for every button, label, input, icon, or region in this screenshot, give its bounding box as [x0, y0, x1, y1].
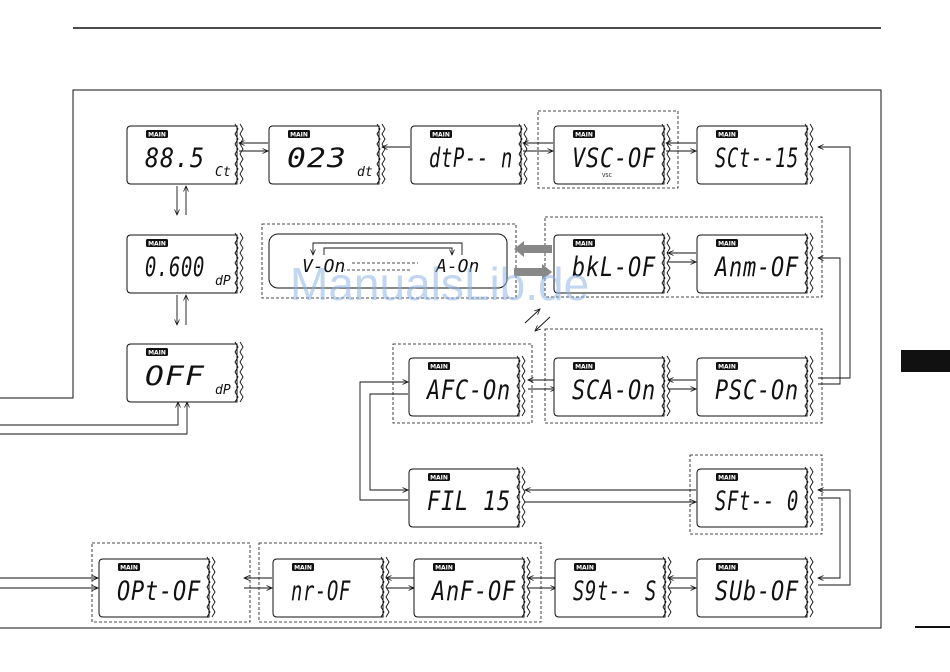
- main-badge-label: MAIN: [718, 474, 736, 481]
- lcd-announce: MAIN Anm-OF: [697, 233, 813, 293]
- main-badge-label: MAIN: [148, 131, 166, 138]
- lcd-main-text: S9t-- S: [573, 576, 657, 607]
- lcd-filter: MAIN FIL 15: [409, 467, 525, 527]
- watermark: ManualsLib.de: [290, 258, 589, 310]
- main-badge-label: MAIN: [148, 349, 166, 356]
- main-badge-label: MAIN: [718, 240, 736, 247]
- lcd-main-text: AFC-On: [425, 375, 511, 406]
- main-badge-label: MAIN: [576, 564, 594, 571]
- lcd-psc: MAIN PSC-On: [697, 356, 813, 416]
- lcd-main-text: OFF: [145, 361, 205, 392]
- section-tab-marker: [901, 350, 950, 372]
- lcd-s9t: MAIN S9t-- S: [555, 557, 671, 617]
- lcd-sub-text: dt: [357, 165, 373, 180]
- lcd-main-text: 0.600: [145, 252, 205, 283]
- lcd-main-text: AnF-OF: [430, 576, 516, 607]
- page-corner-rule: [915, 626, 950, 628]
- main-badge-label: MAIN: [430, 474, 448, 481]
- lcd-scan-timer: MAIN SCt--15: [697, 124, 813, 184]
- main-badge-label: MAIN: [718, 131, 736, 138]
- main-badge-label: MAIN: [718, 363, 736, 370]
- lcd-afc: MAIN AFC-On: [409, 356, 525, 416]
- lcd-main-text: SCA-On: [572, 375, 656, 406]
- lcd-main-text: Anm-OF: [713, 252, 799, 283]
- main-badge-label: MAIN: [290, 131, 308, 138]
- lcd-main-text: SCt--15: [715, 143, 799, 174]
- lcd-main-text: PSC-On: [715, 375, 799, 406]
- main-badge-label: MAIN: [575, 240, 593, 247]
- lcd-offset: MAIN 0.600 dP: [127, 233, 243, 293]
- lcd-sub: MAIN SUb-OF: [697, 557, 813, 617]
- lcd-dtcs: MAIN 023 dt: [269, 124, 385, 184]
- lcd-sub-text: dP: [215, 274, 231, 289]
- lcd-main-text: dtP-- n: [429, 143, 513, 174]
- lcd-off: MAIN OFF dP: [127, 342, 243, 402]
- lcd-main-text: SFt-- 0: [715, 486, 799, 517]
- lcd-dtcs-polarity: MAIN dtP-- n: [411, 124, 527, 184]
- lcd-nr: MAIN nr-OF: [273, 557, 389, 617]
- lcd-main-text: VSC-OF: [572, 143, 656, 174]
- main-badge-label: MAIN: [294, 564, 312, 571]
- main-badge-label: MAIN: [430, 363, 448, 370]
- lcd-anf: MAIN AnF-OF: [414, 557, 530, 617]
- lcd-main-text: FIL 15: [427, 486, 511, 517]
- main-badge-label: MAIN: [718, 564, 736, 571]
- lcd-opt: MAIN OPt-OF: [99, 557, 215, 617]
- lcd-main-text: 88.5: [145, 143, 205, 174]
- lcd-main-text: OPt-OF: [117, 576, 201, 607]
- lcd-sub-text: Ct: [215, 165, 231, 180]
- main-badge-label: MAIN: [432, 131, 450, 138]
- main-badge-label: MAIN: [435, 564, 453, 571]
- lcd-sft: MAIN SFt-- 0: [697, 467, 813, 527]
- lcd-main-text: nr-OF: [291, 576, 351, 607]
- main-badge-label: MAIN: [575, 363, 593, 370]
- main-badge-label: MAIN: [148, 240, 166, 247]
- lcd-sca: MAIN SCA-On: [554, 356, 670, 416]
- main-badge-label: MAIN: [575, 131, 593, 138]
- lcd-main-text: 023: [287, 143, 347, 174]
- lcd-tiny-text: VSC: [602, 173, 613, 179]
- main-badge-label: MAIN: [120, 564, 138, 571]
- lcd-main-text: SUb-OF: [715, 576, 799, 607]
- lcd-sub-text: dP: [215, 383, 231, 398]
